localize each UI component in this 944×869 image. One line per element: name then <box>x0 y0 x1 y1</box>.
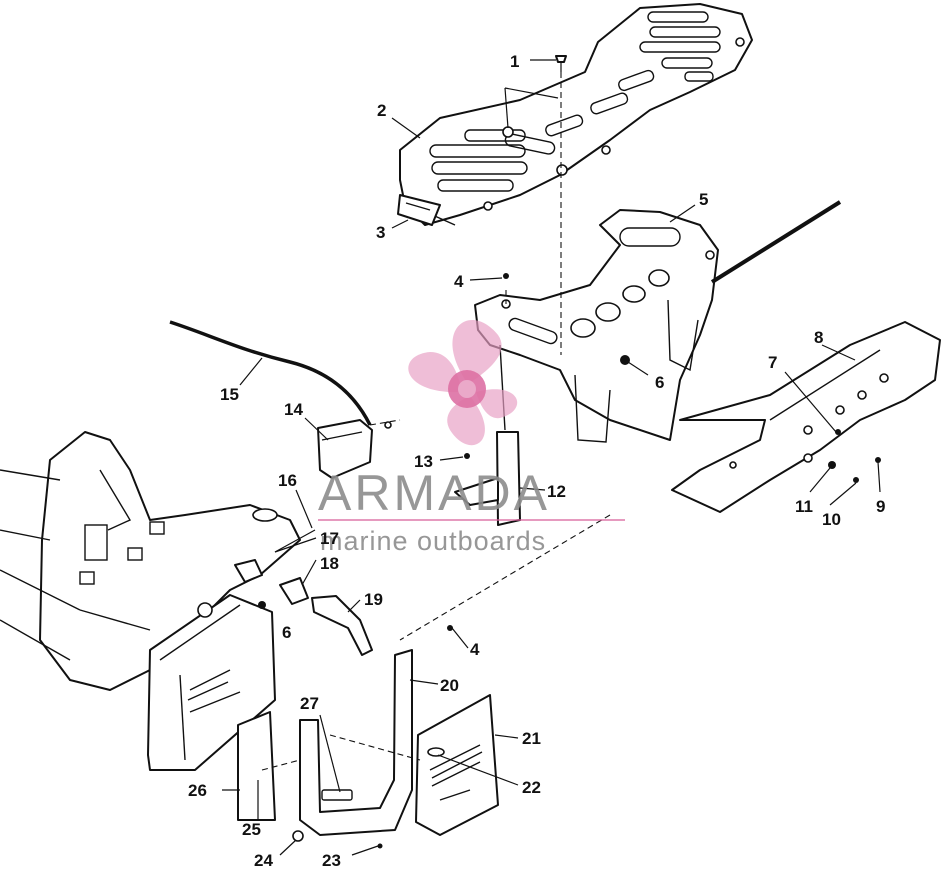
bolt-icon <box>555 55 567 72</box>
callout-leaders <box>222 59 881 856</box>
mounting-strap <box>311 595 373 656</box>
callout-13: 13 <box>414 452 433 471</box>
rack-support-bracket <box>474 209 719 443</box>
callout-27: 27 <box>300 694 319 713</box>
callout-numbers: 1 2 3 4 4 5 6 6 7 8 9 10 11 12 13 14 15 … <box>188 52 885 869</box>
callout-9: 9 <box>876 497 885 516</box>
side-plate <box>237 711 276 821</box>
callout-10: 10 <box>822 510 841 529</box>
callout-15: 15 <box>220 385 239 404</box>
callout-5: 5 <box>699 190 708 209</box>
wire-harness <box>169 320 372 426</box>
callout-14: 14 <box>284 400 303 419</box>
connector-housing <box>234 559 309 605</box>
hardware <box>258 273 881 849</box>
callout-26: 26 <box>188 781 207 800</box>
callout-3: 3 <box>376 223 385 242</box>
callout-17: 17 <box>320 529 339 548</box>
callout-2: 2 <box>377 101 386 120</box>
callout-24: 24 <box>254 851 273 869</box>
callout-23: 23 <box>322 851 341 869</box>
armada-watermark: ARMADA marine outboards <box>318 319 625 556</box>
mud-flap <box>415 694 499 836</box>
rear-bumper <box>671 321 941 513</box>
callout-4-upper: 4 <box>454 272 464 291</box>
callout-12: 12 <box>547 482 566 501</box>
callout-18: 18 <box>320 554 339 573</box>
callout-16: 16 <box>278 471 297 490</box>
callout-4-lower: 4 <box>470 640 480 659</box>
callout-19: 19 <box>364 590 383 609</box>
taillight <box>317 419 373 479</box>
callout-20: 20 <box>440 676 459 695</box>
propeller-logo-icon <box>408 319 518 446</box>
callout-7: 7 <box>768 353 777 372</box>
u-bracket <box>299 649 413 836</box>
tow-rod <box>710 200 842 284</box>
callout-6-right: 6 <box>655 373 664 392</box>
watermark-tagline: marine outboards <box>320 526 546 556</box>
bolt-16 <box>274 529 316 553</box>
callout-1: 1 <box>510 52 519 71</box>
callout-22: 22 <box>522 778 541 797</box>
callout-11: 11 <box>795 497 813 516</box>
callout-21: 21 <box>522 729 541 748</box>
callout-8: 8 <box>814 328 823 347</box>
mount-bracket <box>454 431 521 526</box>
callout-25: 25 <box>242 820 261 839</box>
watermark-brand: ARMADA <box>318 465 550 521</box>
reflector-plate <box>397 194 441 226</box>
assembly-lines <box>261 72 611 771</box>
callout-6-left: 6 <box>282 623 291 642</box>
